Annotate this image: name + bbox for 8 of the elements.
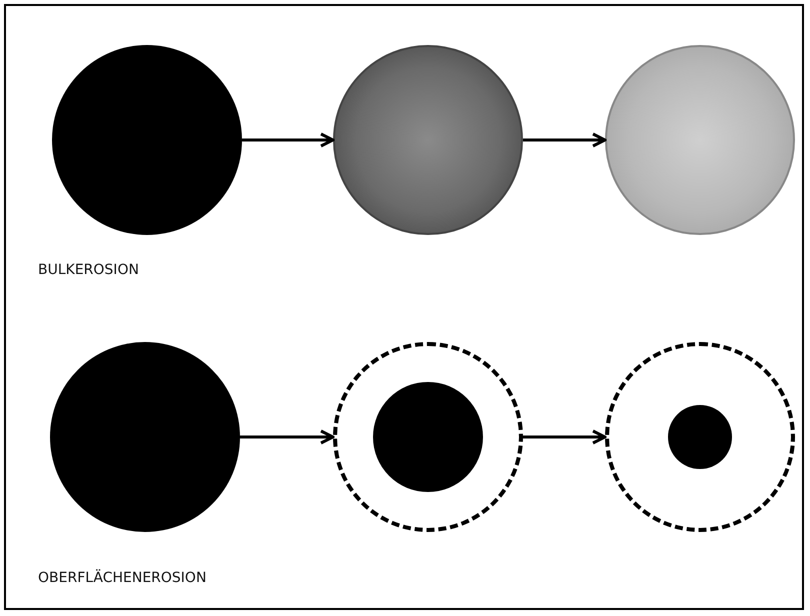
dashed-outline-circle (605, 342, 795, 532)
arrow (523, 132, 606, 148)
caption-label: BULKEROSION (38, 262, 139, 278)
dashed-outline-circle (333, 342, 523, 532)
arrow (240, 430, 334, 444)
caption-label: OBERFLÄCHENEROSION (38, 570, 206, 586)
arrow (523, 430, 606, 444)
arrow (242, 132, 334, 148)
